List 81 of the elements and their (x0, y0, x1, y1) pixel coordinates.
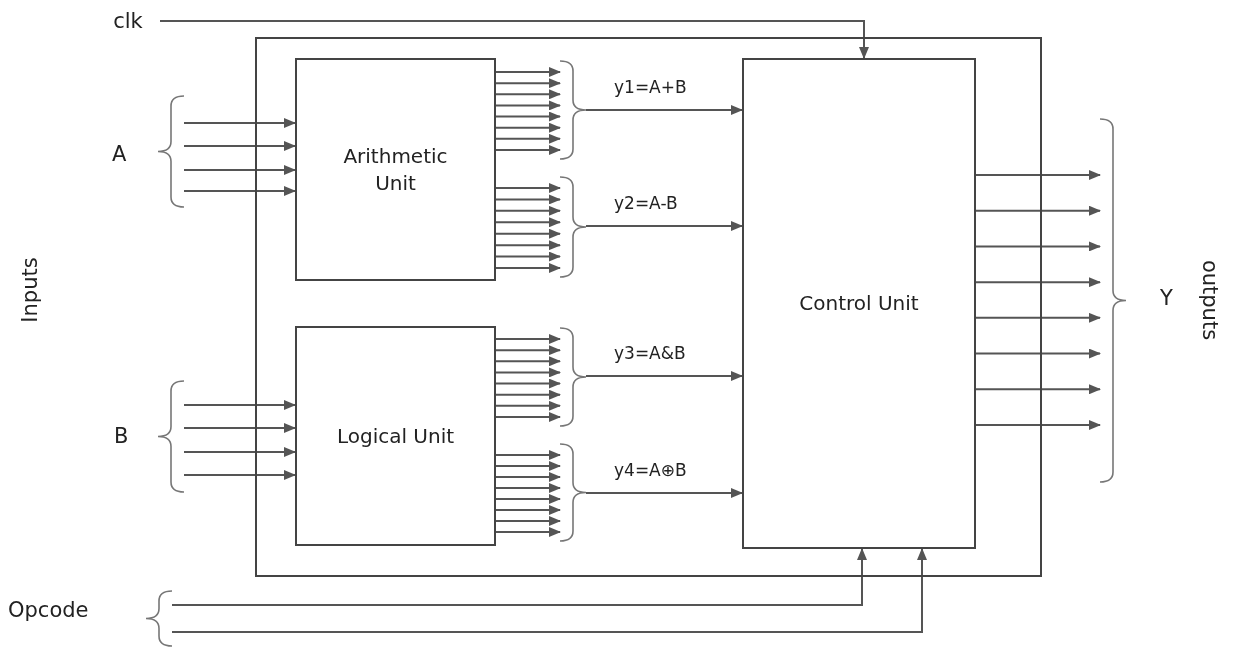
arrow (975, 241, 1101, 252)
arrow (495, 334, 561, 344)
unit-name: Arithmetic Unit (342, 142, 449, 197)
signal-label: outputs (1198, 259, 1222, 341)
arrow (495, 194, 561, 205)
curly-brace (560, 176, 586, 278)
unit-name: Control Unit (799, 290, 919, 317)
arrow (495, 345, 561, 356)
arrow (171, 548, 927, 633)
arrow (975, 205, 1101, 216)
signal-label: Y (1160, 286, 1173, 310)
arrow (495, 378, 561, 389)
arrow (495, 494, 561, 504)
arrow (183, 141, 296, 151)
curly-brace (146, 590, 172, 647)
arrow (975, 384, 1101, 395)
curly-brace (560, 60, 586, 160)
arrow (495, 472, 561, 482)
arrow (183, 118, 296, 128)
curly-brace (560, 443, 586, 542)
arrow (975, 170, 1101, 180)
edge-label: y3=A&B (612, 343, 688, 363)
process-box (295, 58, 496, 281)
arrow (183, 423, 296, 433)
arrow (495, 400, 561, 411)
arrow (495, 183, 561, 193)
arrow (495, 367, 561, 378)
arrow (975, 312, 1101, 323)
arrow (495, 263, 561, 273)
arrow (495, 516, 561, 526)
unit-name: Logical Unit (336, 422, 455, 450)
arrow (495, 412, 561, 422)
arrow (495, 145, 561, 155)
arrow (495, 100, 561, 111)
arrow (495, 527, 561, 537)
signal-label: A (112, 142, 127, 166)
arrow (975, 348, 1101, 359)
signal-label: B (114, 424, 129, 448)
arrow (495, 228, 561, 239)
arrow (495, 240, 561, 251)
curly-brace (560, 327, 586, 427)
arrow (585, 105, 743, 115)
arrow (183, 165, 296, 175)
process-box (295, 326, 496, 546)
arrow (495, 78, 561, 89)
arrow (495, 461, 561, 471)
arrow (495, 217, 561, 228)
arrow (183, 400, 296, 410)
arrow (183, 186, 296, 196)
arrow (585, 221, 743, 231)
arrow (159, 20, 869, 59)
curly-brace (1100, 118, 1126, 483)
arrow (495, 205, 561, 216)
arrow (495, 505, 561, 515)
arrow (975, 277, 1101, 288)
arrow (183, 470, 296, 480)
unit-name: clk (113, 7, 143, 35)
arrow (495, 67, 561, 77)
arrow (183, 447, 296, 457)
arrow (495, 389, 561, 400)
edge-label: y2=A-B (612, 193, 680, 213)
arrow (495, 111, 561, 122)
signal-label: Opcode (8, 598, 89, 622)
arrow (495, 356, 561, 367)
arrow (495, 122, 561, 133)
arrow (975, 420, 1101, 430)
curly-brace (158, 95, 184, 208)
edge-label: y1=A+B (612, 77, 689, 97)
arrow (495, 133, 561, 144)
system-box (255, 37, 1042, 577)
arrow (585, 488, 743, 498)
curly-brace (158, 380, 184, 493)
arrow (171, 548, 867, 606)
process-box (742, 58, 976, 549)
arrow (495, 251, 561, 262)
arrow (585, 371, 743, 381)
arrow (495, 450, 561, 460)
signal-label: Inputs (18, 257, 42, 323)
edge-label: y4=A⊕B (612, 460, 689, 480)
arrow (495, 483, 561, 493)
arrow (495, 89, 561, 100)
